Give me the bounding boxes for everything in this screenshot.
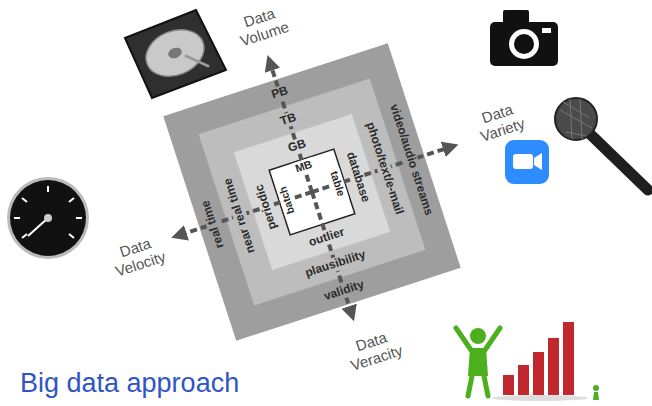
band-label: validity <box>319 277 368 305</box>
bar-chart-icon <box>456 322 599 401</box>
layer-square: MB table batch <box>269 149 355 235</box>
band-label: table <box>327 167 349 201</box>
hard-drive-icon <box>125 10 226 98</box>
band-label: real time <box>198 196 228 253</box>
axis-label: Data Veracity <box>334 323 415 377</box>
band-label: TB <box>276 110 301 130</box>
band-label: database <box>342 147 373 206</box>
microphone-icon <box>555 98 648 190</box>
layer-square: PBvideo/audio streamsvalidityreal timeTB… <box>163 43 460 340</box>
band-label: plausibility <box>301 247 371 281</box>
video-call-icon <box>505 140 549 184</box>
band-label: PB <box>267 83 293 103</box>
camera-icon <box>490 10 558 66</box>
axis-arrows <box>137 18 491 357</box>
band-label: outlier <box>304 224 349 250</box>
axis-label: Data Velocity <box>98 229 179 283</box>
nested-squares <box>137 18 491 357</box>
band-label: MB <box>291 157 317 176</box>
band-label: GB <box>284 136 311 157</box>
axis-label: Data Volume <box>222 0 303 53</box>
tachometer-icon <box>7 177 89 259</box>
diagram-title: Big data approach <box>20 368 239 399</box>
band-label: batch <box>275 182 297 218</box>
